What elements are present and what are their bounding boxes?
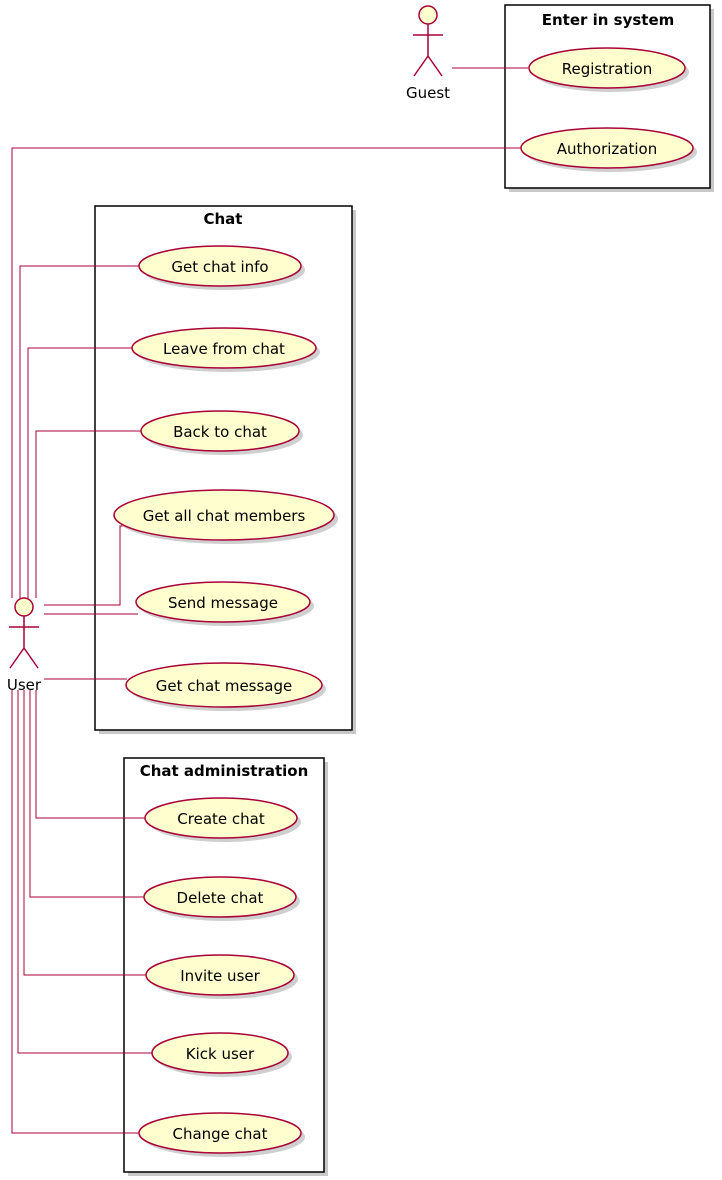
link-user-create-chat <box>35 690 147 819</box>
use-case-label: Get all chat members <box>143 507 306 525</box>
actor-head-icon <box>418 5 438 25</box>
actor-user: User <box>7 597 42 694</box>
use-case-get-all-chat-members: Get all chat members <box>113 489 338 544</box>
use-case-back-to-chat: Back to chat <box>140 410 303 455</box>
use-case-kick-user: Kick user <box>151 1032 292 1077</box>
link-user-authorization <box>11 147 521 598</box>
actor-label: Guest <box>406 84 450 102</box>
use-case-label: Get chat info <box>171 258 268 276</box>
package-title: Chat administration <box>140 762 309 780</box>
use-case-leave-from-chat: Leave from chat <box>131 327 320 372</box>
use-case-label: Back to chat <box>173 423 267 441</box>
use-case-get-chat-info: Get chat info <box>138 245 305 290</box>
link-user-invite-user <box>23 690 150 976</box>
use-case-label: Invite user <box>180 967 260 985</box>
link-user-get-chat-info <box>19 265 143 598</box>
use-case-send-message: Send message <box>135 581 314 626</box>
link-user-change-chat <box>11 690 142 1134</box>
use-case-label: Kick user <box>186 1045 255 1063</box>
package-chat: Chat <box>94 205 356 734</box>
link-user-kick-user <box>17 690 155 1054</box>
package-title: Chat <box>204 210 243 228</box>
use-case-label: Authorization <box>557 140 657 158</box>
actor-head-icon <box>14 597 34 617</box>
use-case-label: Send message <box>168 594 278 612</box>
actor-label: User <box>7 676 42 694</box>
use-case-delete-chat: Delete chat <box>143 876 300 921</box>
use-case-create-chat: Create chat <box>144 797 301 842</box>
use-case-registration: Registration <box>528 47 689 92</box>
use-case-label: Create chat <box>177 810 265 828</box>
use-case-invite-user: Invite user <box>145 954 298 999</box>
use-case-label: Get chat message <box>156 677 293 695</box>
use-case-label: Leave from chat <box>163 340 285 358</box>
actor-guest: Guest <box>406 5 450 102</box>
link-user-leave-from-chat <box>27 347 133 598</box>
use-case-label: Registration <box>562 60 652 78</box>
stick-figure-icon <box>413 24 443 77</box>
package-title: Enter in system <box>542 11 675 29</box>
stick-figure-icon <box>9 616 39 669</box>
use-case-change-chat: Change chat <box>138 1112 305 1157</box>
link-user-delete-chat <box>29 690 148 898</box>
use-case-label: Change chat <box>172 1125 267 1143</box>
associations <box>11 67 528 1134</box>
use-case-label: Delete chat <box>177 889 264 907</box>
link-user-back-to-chat <box>35 430 145 598</box>
use-case-authorization: Authorization <box>520 127 697 172</box>
link-user-get-all-chat-members <box>44 525 124 606</box>
use-case-get-chat-message: Get chat message <box>125 662 326 711</box>
